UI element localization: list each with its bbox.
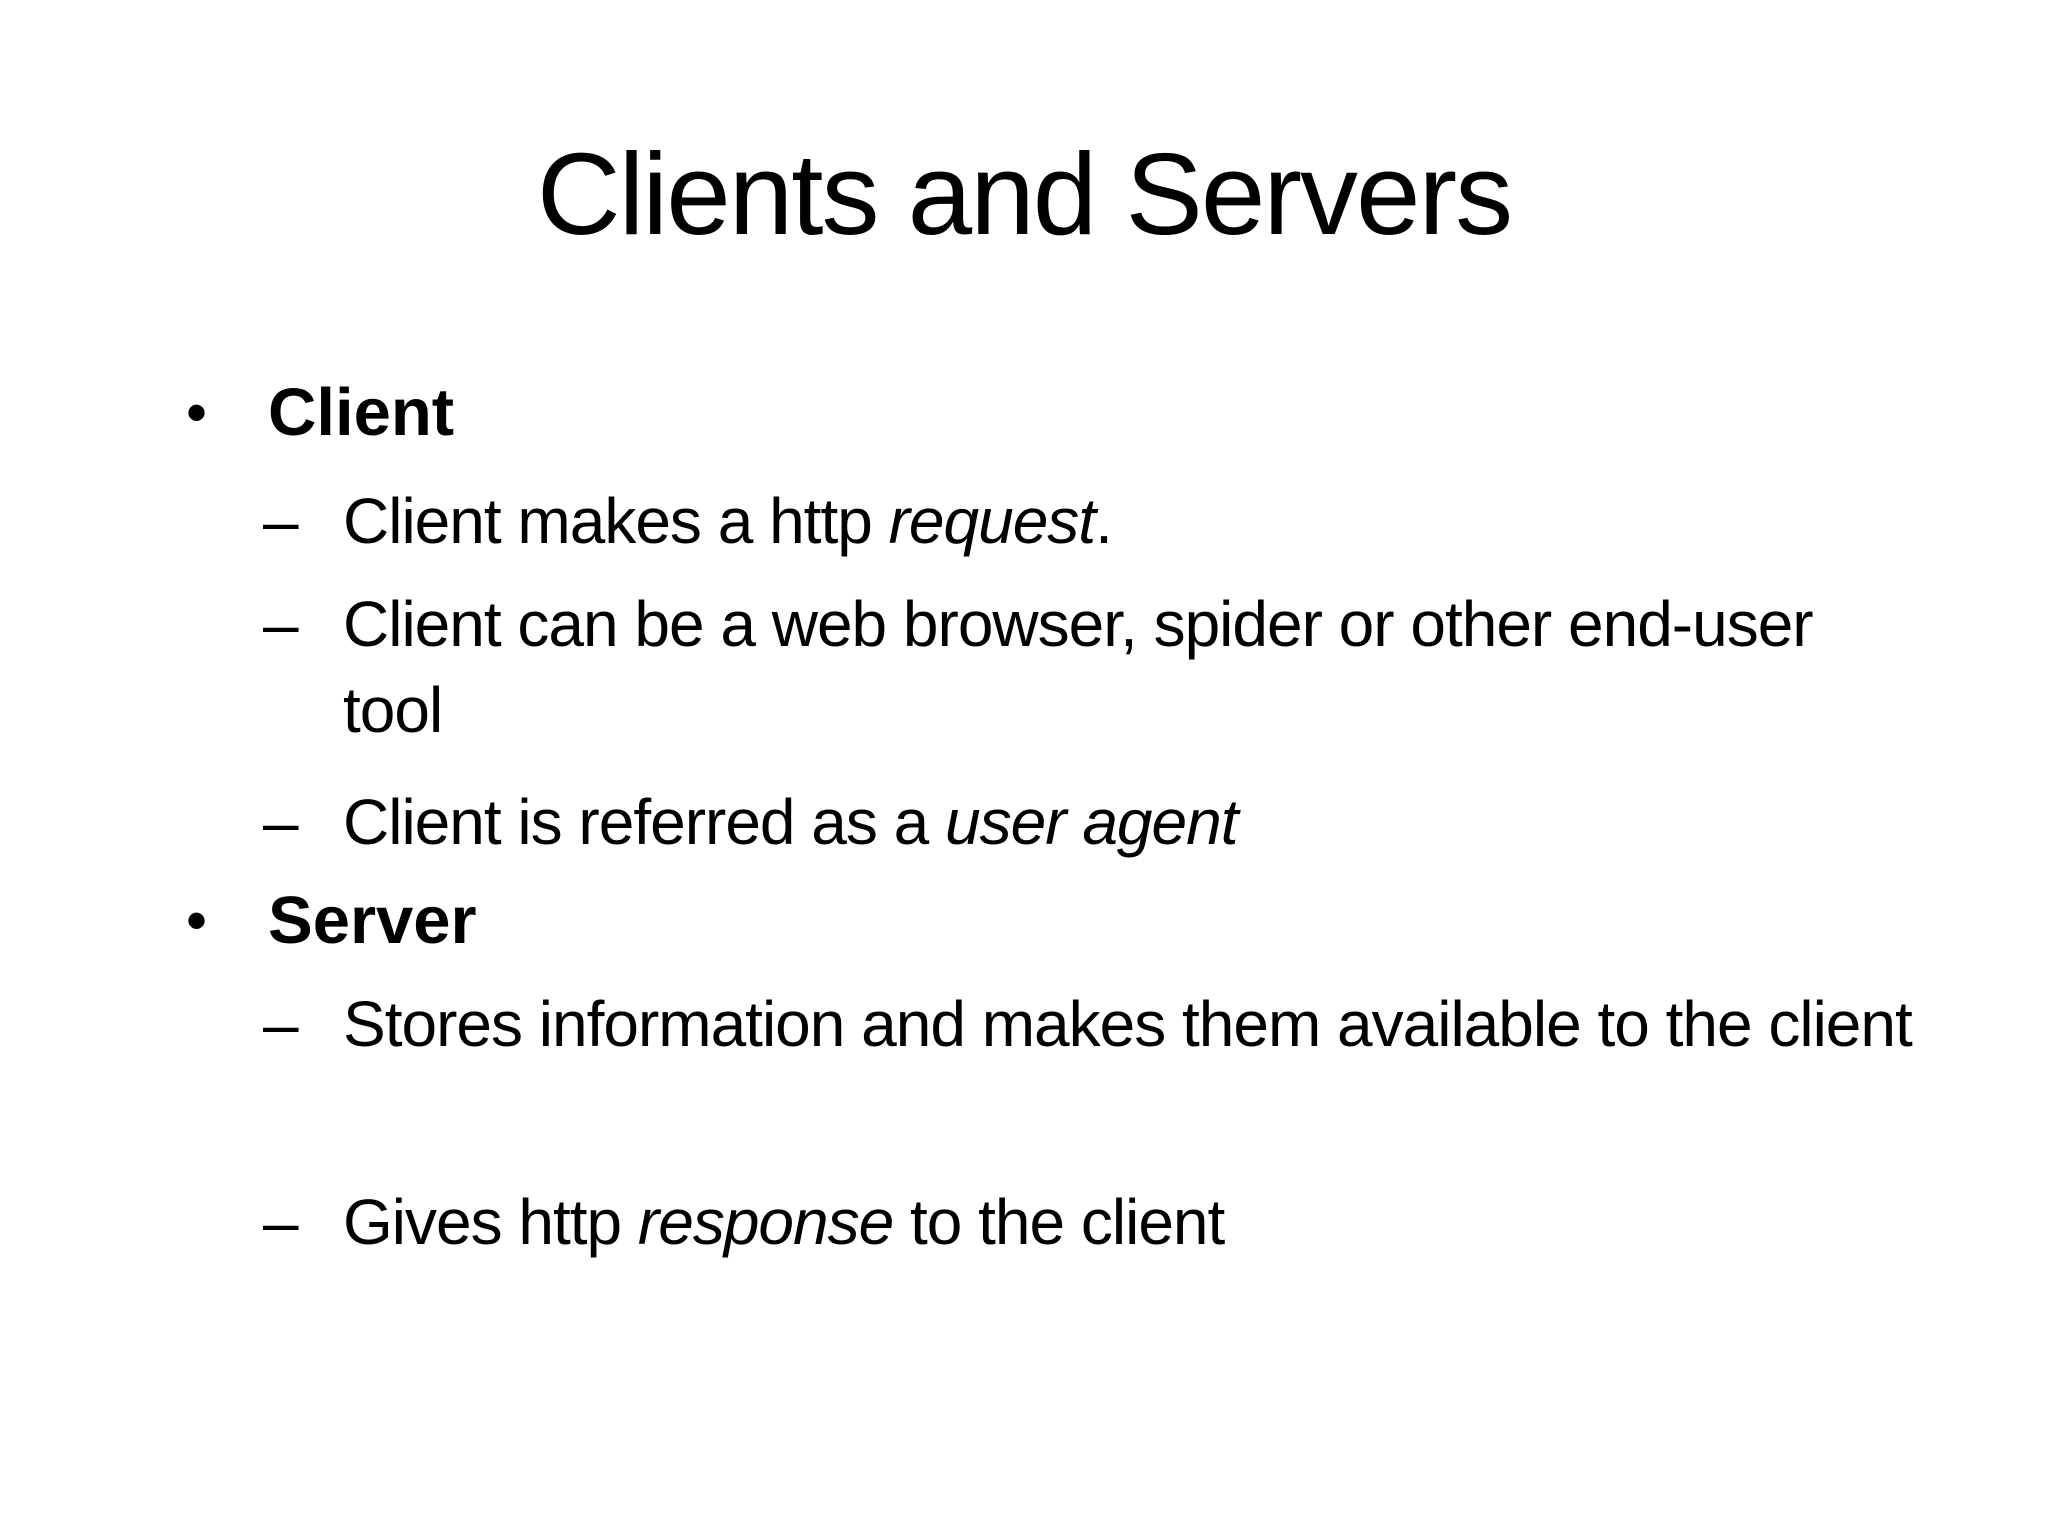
text-segment: Gives http (343, 1186, 638, 1258)
bullet-label-client: Client (268, 375, 455, 450)
sub-bullet-client-useragent: – Client is referred as a user agent (0, 779, 1923, 865)
dash-bullet-icon: – (263, 588, 299, 660)
sub-bullet-text: Client is referred as a user agent (343, 786, 1238, 858)
bullet-dot-icon: • (186, 887, 208, 954)
sub-bullet-server-response: – Gives http response to the client (0, 1179, 1923, 1265)
text-segment-italic: response (637, 1186, 894, 1258)
text-segment: Client makes a http (343, 485, 889, 557)
dash-bullet-icon: – (263, 988, 299, 1060)
dash-bullet-icon: – (263, 485, 299, 557)
dash-bullet-icon: – (263, 1186, 299, 1258)
text-segment: to the client (893, 1186, 1225, 1258)
bullet-dot-icon: • (186, 379, 208, 446)
sub-bullet-client-browser: – Client can be a web browser, spider or… (0, 581, 1923, 753)
sub-bullet-server-stores: – Stores information and makes them avai… (0, 981, 1923, 1067)
slide-title: Clients and Servers (536, 129, 1513, 259)
text-segment: Client can be a web browser, spider or o… (343, 588, 1814, 746)
text-segment: . (1095, 485, 1113, 557)
text-segment-italic: user agent (945, 786, 1238, 858)
text-segment-italic: request (888, 485, 1096, 557)
text-segment: Client is referred as a (343, 786, 946, 858)
bullet-item-client: • Client (0, 365, 1923, 460)
sub-bullet-client-request: – Client makes a http request. (0, 478, 1923, 564)
bullet-label-server: Server (268, 883, 477, 958)
sub-bullet-text: Client makes a http request. (343, 485, 1113, 557)
text-segment: Stores information and makes them availa… (343, 988, 1913, 1060)
sub-bullet-text: Stores information and makes them availa… (343, 988, 1913, 1060)
sub-bullet-text: Client can be a web browser, spider or o… (343, 588, 1814, 746)
dash-bullet-icon: – (263, 786, 299, 858)
sub-bullet-text: Gives http response to the client (343, 1186, 1225, 1258)
bullet-item-server: • Server (0, 873, 1923, 968)
